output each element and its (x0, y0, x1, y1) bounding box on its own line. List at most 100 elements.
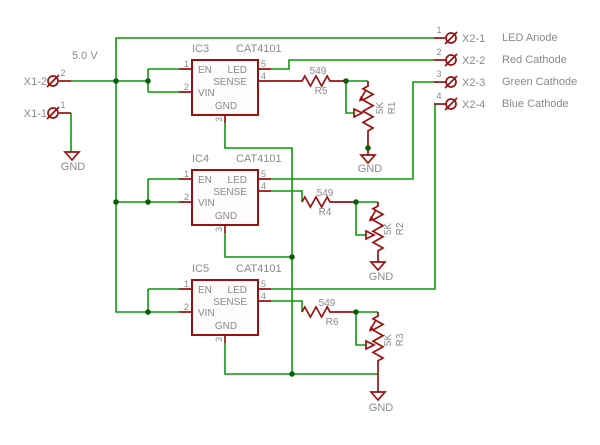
pot-zigzag-icon (361, 81, 375, 155)
wire-red-cathode (271, 59, 434, 70)
ic-ref: IC3 (192, 43, 209, 55)
terminal-circle-icon (445, 54, 457, 66)
pin-number: 1 (436, 25, 441, 35)
pot-value: 5K (383, 223, 394, 236)
ic-part: CAT4101 (236, 153, 282, 165)
wire-r1-node (345, 80, 368, 114)
net-description: Red Cathode (502, 54, 567, 66)
pin-stubs (179, 178, 271, 233)
ic-ic5: IC5 CAT4101 1 2 5 4 3 EN LED SENSE VIN G… (179, 263, 282, 343)
gnd-label: GND (358, 163, 383, 175)
connector-name: X1-1 (24, 108, 47, 120)
resistor-r4: 549 R4 (301, 188, 356, 218)
wire-gnd-bus (224, 123, 378, 375)
ic-ic3: IC3 CAT4101 1 2 5 4 3 EN LED SENSE VIN G… (179, 43, 282, 123)
terminal-slash-icon (444, 31, 458, 45)
ic-part: CAT4101 (236, 43, 282, 55)
connector-x2-4: 4 X2-4 Blue Cathode (434, 91, 569, 111)
pin-label-gnd: GND (215, 321, 237, 332)
pin-number-en: 1 (184, 169, 189, 179)
pin-number-sense: 4 (261, 181, 266, 191)
pin-number: 2 (436, 47, 441, 57)
pot-ref: R1 (387, 101, 398, 114)
junction-dot (145, 199, 151, 205)
wiper-arrowhead-icon (365, 339, 376, 351)
connector-x1-2: X1-2 2 (24, 68, 71, 88)
resistor-value: 549 (319, 298, 336, 309)
pin-label-vin: VIN (198, 308, 215, 319)
gnd-label: GND (369, 271, 394, 283)
terminal-circle-icon (47, 75, 59, 87)
gnd-triangle-icon (369, 261, 387, 272)
wiper-arrowhead-icon (365, 229, 376, 241)
pin-number-en: 1 (184, 59, 189, 69)
gnd-label: GND (61, 161, 86, 173)
junction-dots (113, 78, 371, 377)
terminal-circle-icon (445, 76, 457, 88)
net-description: Green Cathode (502, 76, 577, 88)
junction-dot (289, 254, 295, 260)
terminal-slash-icon (46, 74, 60, 88)
gnd-symbol-r1: GND (358, 154, 383, 175)
terminal-slash-icon (444, 75, 458, 89)
pin-number: 4 (436, 91, 441, 101)
net-description: Blue Cathode (502, 98, 569, 110)
resistor-ref: R5 (315, 86, 328, 97)
net-description: LED Anode (502, 32, 558, 44)
pin-label-led: LED (228, 65, 247, 76)
resistor-ref: R6 (326, 317, 339, 328)
pot-r3: 5K R3 (365, 312, 406, 392)
terminal-slash-icon (444, 97, 458, 111)
pin-label-gnd: GND (215, 101, 237, 112)
terminal-slash-icon (444, 53, 458, 67)
wiper-arrowhead-icon (353, 107, 364, 119)
junction-dot (145, 78, 151, 84)
junction-dot (289, 371, 295, 377)
pin-label-vin: VIN (198, 88, 215, 99)
resistor-zigzag-icon (301, 305, 356, 319)
junction-dot (365, 145, 371, 151)
power-rail-label: 5.0 V (72, 50, 98, 62)
wire-blue-cathode (271, 103, 436, 290)
pin-number: 2 (60, 68, 65, 78)
gnd-label: GND (369, 402, 394, 414)
wire-r2-node (355, 201, 378, 236)
wire-r3-node (355, 311, 378, 346)
junction-dot (113, 199, 119, 205)
pin-number-vin: 2 (184, 302, 189, 312)
connector-x2-1: 1 X2-1 LED Anode (434, 25, 558, 45)
terminal-slash-icon (46, 106, 60, 120)
wire-ic5-enable-feed (147, 288, 179, 312)
connector-x2-3: 3 X2-3 Green Cathode (434, 69, 577, 89)
ic-body (191, 279, 259, 336)
pin-label-en: EN (198, 175, 212, 186)
ic-ref: IC5 (192, 263, 209, 275)
ic-part: CAT4101 (236, 263, 282, 275)
wire-ic4-sense-jog (271, 190, 303, 202)
wire-green-cathode (271, 81, 434, 180)
ic-body (191, 59, 259, 116)
pin-label-sense: SENSE (213, 187, 247, 198)
pin-number-gnd: 3 (214, 227, 224, 232)
pin-label-en: EN (198, 65, 212, 76)
gnd-triangle-icon (359, 154, 377, 165)
junction-dot (343, 78, 349, 84)
pin-number-sense: 4 (261, 291, 266, 301)
gnd-symbol-x1: GND (61, 151, 86, 173)
pin-number: 3 (436, 69, 441, 79)
resistor-value: 549 (310, 66, 327, 77)
terminal-circle-icon (445, 32, 457, 44)
pot-value: 5K (375, 102, 386, 115)
resistor-ref: R4 (319, 207, 332, 218)
resistor-r6: 549 R6 (301, 298, 356, 328)
connector-name: X2-2 (462, 55, 485, 67)
pin-label-vin: VIN (198, 198, 215, 209)
connector-name: X2-4 (462, 99, 485, 111)
pot-value: 5K (383, 334, 394, 347)
wire-ic5-sense-jog (271, 300, 303, 312)
pin-number-gnd: 3 (214, 117, 224, 122)
connector-x1-1: X1-1 1 (24, 100, 71, 120)
terminal-circle-icon (47, 107, 59, 119)
wires (70, 37, 436, 375)
